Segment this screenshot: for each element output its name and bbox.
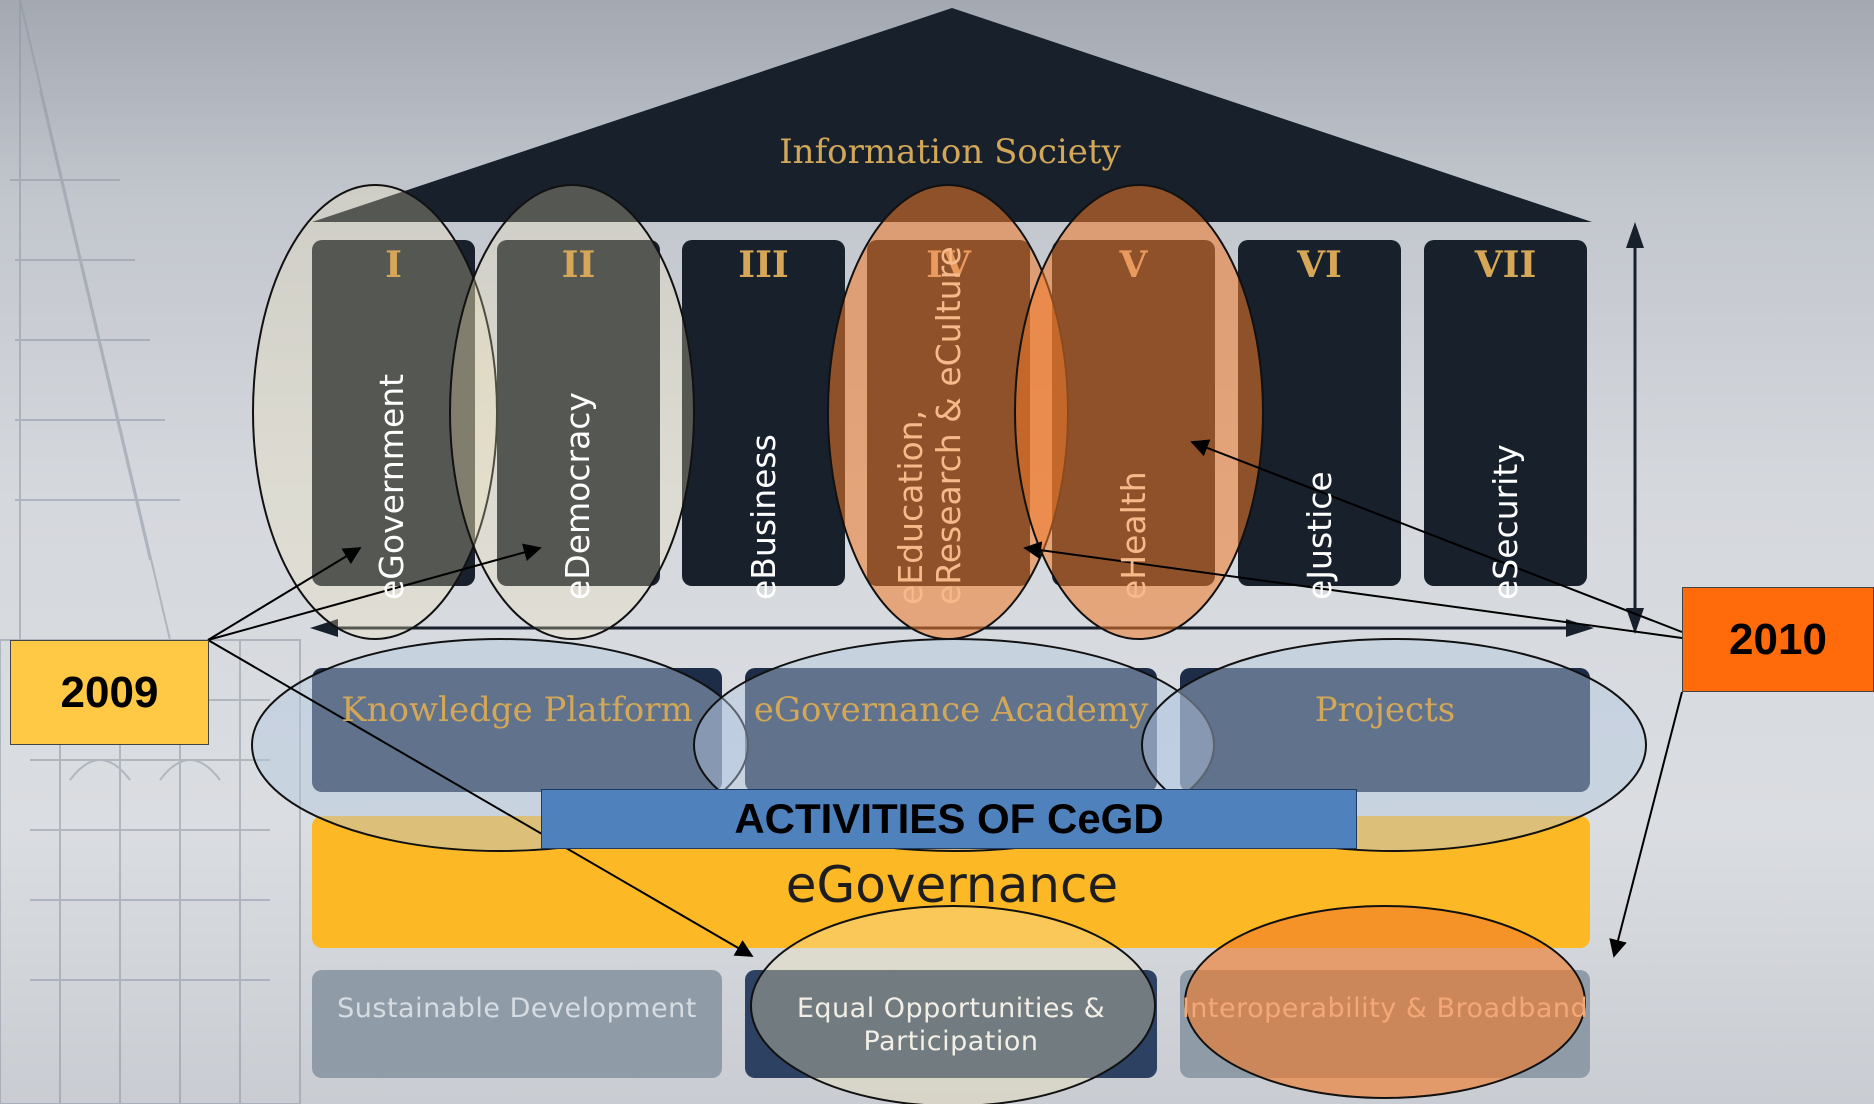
label-projects: Projects <box>1314 690 1456 730</box>
pillar-label-ejustice: eJustice <box>1300 471 1339 600</box>
arrow-2009-equal-opportunities <box>207 639 754 957</box>
pillar-label-esecurity: eSecurity <box>1486 444 1525 600</box>
pillar-numeral-2: II <box>561 244 596 286</box>
pillar-1 <box>312 240 475 586</box>
box-sustainable-development <box>312 970 722 1078</box>
pillar-3 <box>682 240 845 586</box>
label-equal-opportunities: Equal Opportunities & Participation <box>796 993 1106 1057</box>
box-equal-opportunities <box>745 970 1157 1078</box>
pillar-numeral-5: V <box>1119 244 1148 286</box>
highlight-2010-interoperability <box>1184 905 1586 1099</box>
box-egovernance-academy <box>745 668 1157 792</box>
year-box-2010: 2010 <box>1682 587 1874 692</box>
arrow-2010-ehealth <box>1190 439 1683 633</box>
arrow-2010-interoperability <box>1609 691 1683 958</box>
arrow-2009-egovernment <box>207 547 362 641</box>
activities-banner: ACTIVITIES OF CeGD <box>541 789 1357 849</box>
foundation-egovernance <box>312 816 1590 948</box>
pillar-label-egovernment: eGovernment <box>372 373 411 600</box>
pillar-numeral-1: I <box>385 244 402 286</box>
year-box-2009: 2009 <box>10 640 209 745</box>
pillar-numeral-3: III <box>738 244 789 286</box>
pillar-label-ebusiness: eBusiness <box>744 434 783 600</box>
label-egovernance-academy: eGovernance Academy <box>753 690 1149 730</box>
roof-title: Information Society <box>779 132 1121 172</box>
box-projects <box>1180 668 1590 792</box>
foundation-label: eGovernance <box>785 856 1119 914</box>
label-knowledge-platform: Knowledge Platform <box>341 690 693 730</box>
arrow-2009-edemocracy <box>207 543 542 641</box>
pillar-label-edemocracy: eDemocracy <box>558 392 597 600</box>
pillar-numeral-4: IV <box>926 244 971 286</box>
pillar-2 <box>497 240 660 586</box>
highlight-2010-ehealth <box>1014 184 1264 640</box>
height-arrow-top <box>1626 222 1644 248</box>
label-interoperability: Interoperability & Broadband <box>1181 993 1589 1024</box>
roof <box>312 8 1592 222</box>
arrow-2010-eeducation <box>1023 541 1683 639</box>
pillar-7 <box>1424 240 1587 586</box>
label-sustainable-development: Sustainable Development <box>337 993 697 1024</box>
pillar-6 <box>1238 240 1401 586</box>
pillar-label-ehealth: eHealth <box>1114 471 1153 600</box>
highlight-2009-edemocracy <box>449 184 695 640</box>
pillar-numeral-7: VII <box>1474 244 1537 286</box>
highlight-2009-equal-opportunities <box>750 905 1156 1104</box>
highlight-2009-egovernment <box>252 184 498 640</box>
pillar-label-eeducation: eEducation, eResearch & eCulture <box>891 246 968 605</box>
pillar-numeral-6: VI <box>1297 244 1342 286</box>
